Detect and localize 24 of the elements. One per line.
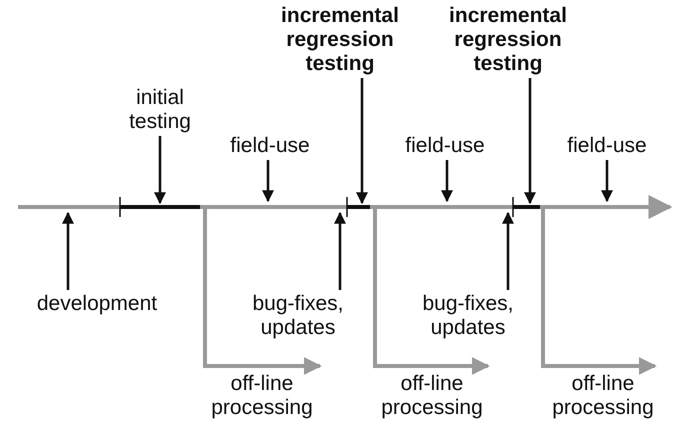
leader-arrow xyxy=(502,212,514,290)
phase-label: off-line processing xyxy=(367,372,497,420)
phase-label: development xyxy=(7,292,187,316)
phase-label: initial testing xyxy=(110,86,210,134)
phase-label: off-line processing xyxy=(197,372,327,420)
leader-arrow xyxy=(524,78,536,204)
branch-arrow xyxy=(373,209,490,375)
phase-label: incremental regression testing xyxy=(428,4,588,76)
leader-arrow xyxy=(441,160,453,202)
leader-arrow xyxy=(334,212,346,290)
phase-label: field-use xyxy=(547,134,667,158)
phase-label: field-use xyxy=(210,134,330,158)
leader-arrow xyxy=(262,160,274,202)
leader-arrow xyxy=(356,78,368,204)
leader-arrow xyxy=(154,136,166,204)
branch-arrow xyxy=(541,209,657,375)
leader-arrow xyxy=(601,160,613,202)
phase-label: incremental regression testing xyxy=(260,4,420,76)
phase-label: bug-fixes, updates xyxy=(403,292,533,340)
branch-arrow xyxy=(203,209,322,375)
phase-label: bug-fixes, updates xyxy=(233,292,363,340)
phase-label: field-use xyxy=(385,134,505,158)
phase-label: off-line processing xyxy=(538,372,668,420)
leader-arrow xyxy=(62,212,74,290)
